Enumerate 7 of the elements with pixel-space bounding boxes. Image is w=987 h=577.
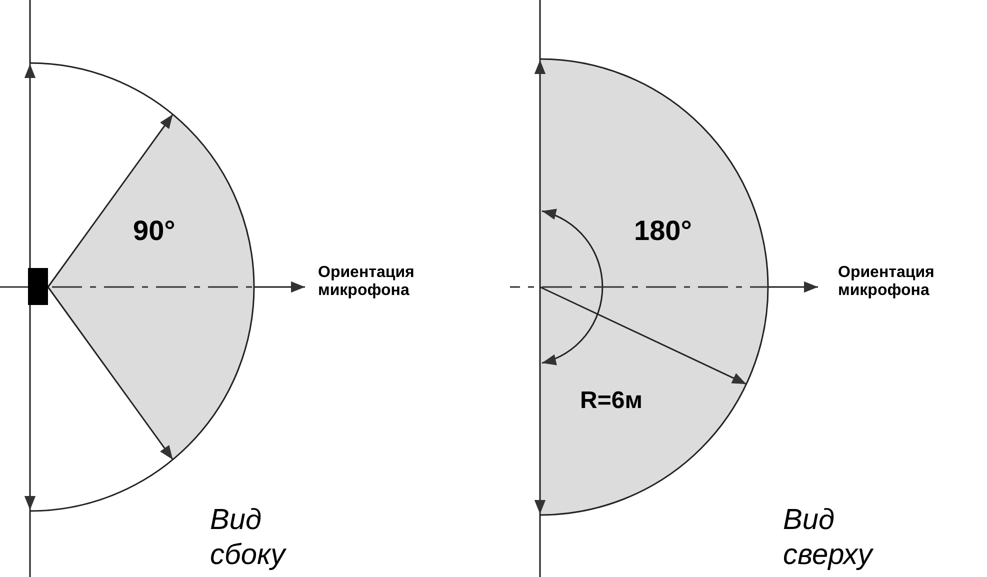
axis-label: Ориентация микрофона <box>838 264 936 300</box>
view-caption: Вид сбоку <box>210 503 288 573</box>
axis-label: Ориентация микрофона <box>318 264 416 300</box>
view-caption: Вид сверху <box>783 503 874 573</box>
radius-label: R=6м <box>580 388 644 414</box>
angle-label: 90° <box>133 216 176 247</box>
angle-label: 180° <box>634 216 693 247</box>
